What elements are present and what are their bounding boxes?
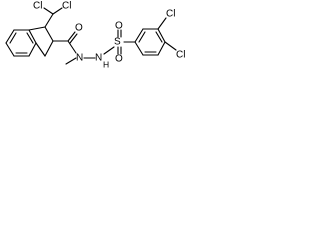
bond [52,7,63,15]
bond [138,31,146,43]
bond [44,13,54,28]
bond [67,31,76,42]
bond [164,41,177,51]
oxygen-atom-label: O [115,21,123,32]
sulfur-atom-label: S [114,37,121,48]
bond [26,32,34,44]
bond [44,26,54,42]
nitrogen-atom-label: N [95,53,102,64]
chlorine-atom-label: Cl [62,1,71,12]
bond [134,41,144,56]
methyl-bond [65,57,77,65]
indane-cyclopentane-ring [28,26,54,57]
bond [9,32,17,44]
bond [155,31,163,43]
indane-benzene-ring [5,29,37,57]
bond [5,29,15,44]
bond [28,42,37,57]
bond [157,17,167,30]
sulfonyl-group: S O O [114,21,136,65]
dichloromethyl-group: Cl Cl [33,1,71,28]
bond [44,40,54,57]
hydrazide-group: N N H [65,40,115,69]
chemical-structure: Cl Cl O N N H S O O [5,1,185,69]
hydrogen-atom-label: H [103,59,109,69]
dichlorophenyl-ring: Cl Cl [134,9,185,61]
bond [35,42,46,57]
nitrogen-atom-label: N [76,53,83,64]
bond [28,26,46,31]
bond [5,42,15,57]
bond [103,46,115,55]
bond [157,41,166,56]
oxygen-atom-label: O [115,54,123,65]
bond [67,40,77,54]
chlorine-atom-label: Cl [33,1,42,12]
bond [43,7,54,15]
bond [28,29,37,44]
chlorine-atom-label: Cl [166,9,175,20]
chlorine-atom-label: Cl [176,50,185,61]
carbonyl-group: O [52,23,83,44]
bond [69,33,78,44]
bond [134,28,144,43]
bond [157,28,166,43]
oxygen-atom-label: O [75,23,83,34]
